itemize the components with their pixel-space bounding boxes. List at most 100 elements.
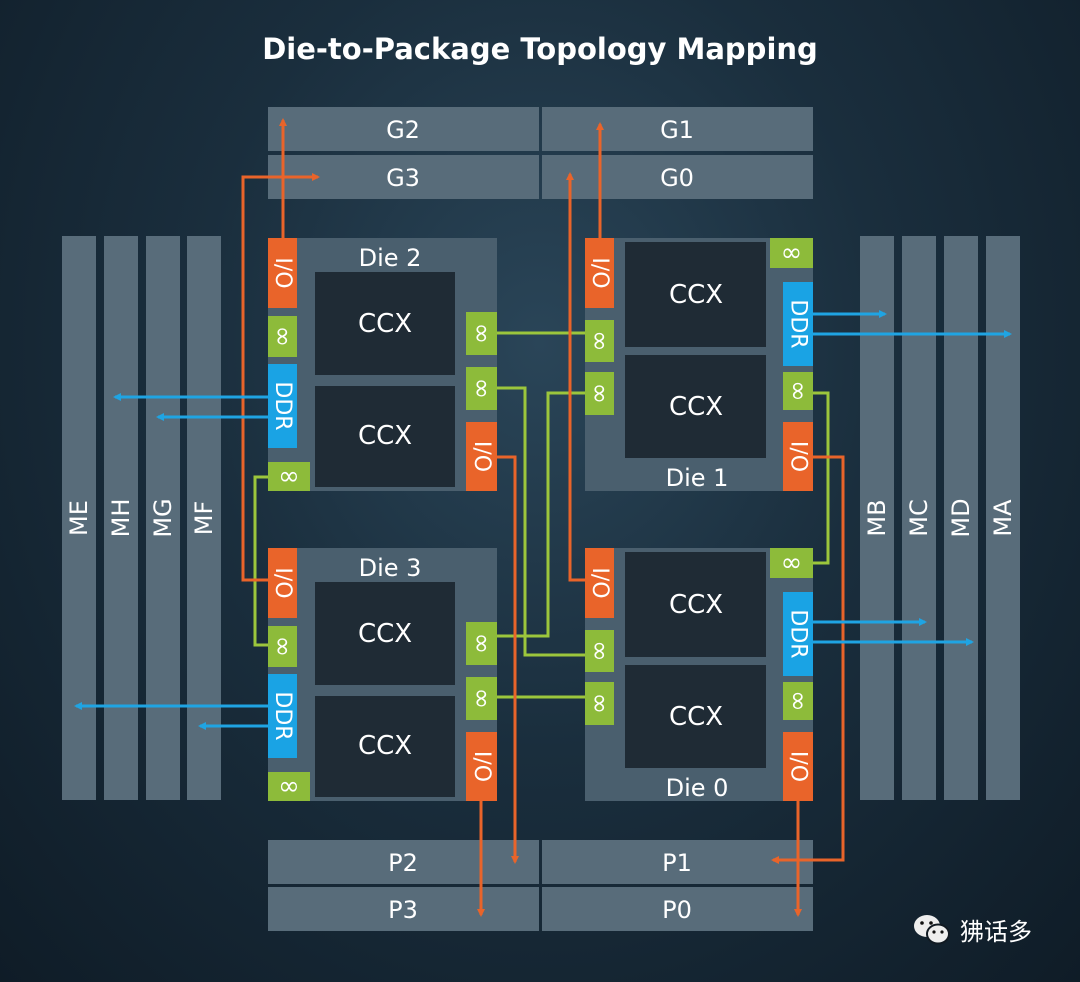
ccx-label: CCX (669, 702, 723, 732)
infinity-icon: ∞ (278, 462, 300, 492)
package-bar-g0 (542, 155, 813, 199)
infinity-icon: ∞ (268, 636, 298, 658)
memory-bar-md (944, 236, 978, 800)
ccx (625, 242, 766, 347)
infinity-icon: ∞ (585, 383, 615, 405)
infinity-icon: ∞ (585, 640, 615, 662)
ccx (315, 696, 455, 797)
infinity-icon: ∞ (467, 688, 497, 710)
infinity-icon: ∞ (467, 378, 497, 400)
ccx-label: CCX (669, 392, 723, 422)
bar-label: MG (149, 498, 177, 537)
infinity-fabric-block (770, 548, 813, 578)
die-label: Die 0 (666, 774, 729, 802)
bar-label: MH (107, 499, 135, 538)
ccx-label: CCX (669, 590, 723, 620)
bar-label: P0 (662, 896, 692, 924)
io-block (783, 732, 813, 801)
ccx (625, 552, 766, 657)
io-block (268, 548, 297, 618)
memory-bar-mb (860, 236, 894, 800)
infinity-icon: ∞ (467, 633, 497, 655)
ccx-label: CCX (669, 280, 723, 310)
package-bar-g1 (542, 107, 813, 151)
io-label: I/O (587, 567, 612, 598)
infinity-fabric-block (268, 626, 297, 667)
ddr-block (783, 592, 813, 676)
ccx-label: CCX (358, 309, 412, 339)
package-bar-p1 (542, 840, 813, 884)
ddr-label: DDR (270, 691, 295, 740)
bar-label: P1 (662, 849, 692, 877)
infinity-fabric-block (585, 682, 614, 725)
bar-label: G1 (660, 116, 694, 144)
infinity-icon: ∞ (278, 772, 300, 802)
infinity-icon: ∞ (268, 326, 298, 348)
bar-label: P2 (388, 849, 418, 877)
bar-label: G0 (660, 164, 694, 192)
io-block (466, 422, 497, 491)
bar-label: P3 (388, 896, 418, 924)
infinity-fabric-block (585, 372, 614, 415)
diagram-title: Die-to-Package Topology Mapping (262, 32, 818, 66)
wechat-icon (914, 914, 950, 944)
ccx (625, 355, 766, 458)
infinity-fabric-block (466, 677, 497, 720)
io-link (497, 455, 519, 864)
ccx (315, 272, 455, 375)
io-label: I/O (270, 257, 295, 288)
infinity-fabric-block (466, 367, 497, 410)
package-bar-g2 (268, 107, 539, 151)
bar-label: MD (947, 498, 975, 537)
bar-label: MC (905, 499, 933, 536)
infinity-fabric-block (268, 316, 297, 357)
io-block (466, 732, 497, 801)
ddr-label: DDR (270, 381, 295, 430)
infinity-fabric-block (585, 320, 614, 362)
io-label: I/O (786, 441, 811, 472)
io-label: I/O (469, 751, 494, 782)
ddr-block (268, 674, 297, 758)
io-link (771, 455, 845, 864)
package-bar-p3 (268, 887, 539, 931)
io-block (585, 238, 614, 308)
infinity-icon: ∞ (783, 690, 813, 712)
bar-label: G3 (386, 164, 420, 192)
io-link (241, 173, 320, 582)
fabric-link (497, 391, 585, 638)
die-label: Die 1 (666, 464, 729, 492)
io-label: I/O (587, 257, 612, 288)
ccx-label: CCX (358, 421, 412, 451)
bar-label: MB (863, 499, 891, 536)
fabric-link (813, 391, 830, 565)
infinity-fabric-block (466, 622, 497, 665)
bar-label: MA (989, 499, 1017, 537)
infinity-icon: ∞ (781, 548, 803, 578)
infinity-icon: ∞ (585, 330, 615, 352)
io-block (585, 548, 614, 618)
watermark: 狒话多 (912, 912, 1032, 947)
io-block (783, 422, 813, 491)
memory-bar-mc (902, 236, 936, 800)
ccx (625, 665, 766, 768)
ccx (315, 386, 455, 487)
infinity-icon: ∞ (467, 323, 497, 345)
infinity-icon: ∞ (585, 693, 615, 715)
ddr-label: DDR (786, 609, 811, 658)
infinity-fabric-block (466, 312, 497, 355)
ccx (315, 582, 455, 685)
io-block (268, 238, 297, 308)
ccx-label: CCX (358, 619, 412, 649)
infinity-icon: ∞ (783, 380, 813, 402)
io-label: I/O (270, 567, 295, 598)
infinity-fabric-block (585, 630, 614, 672)
watermark-text: 狒话多 (960, 918, 1032, 946)
memory-bar-ma (986, 236, 1020, 800)
fabric-link (253, 475, 268, 647)
bar-label: ME (65, 500, 93, 536)
die-label: Die 3 (359, 554, 422, 582)
ddr-block (783, 282, 813, 366)
infinity-icon: ∞ (781, 238, 803, 268)
io-link (566, 172, 585, 582)
